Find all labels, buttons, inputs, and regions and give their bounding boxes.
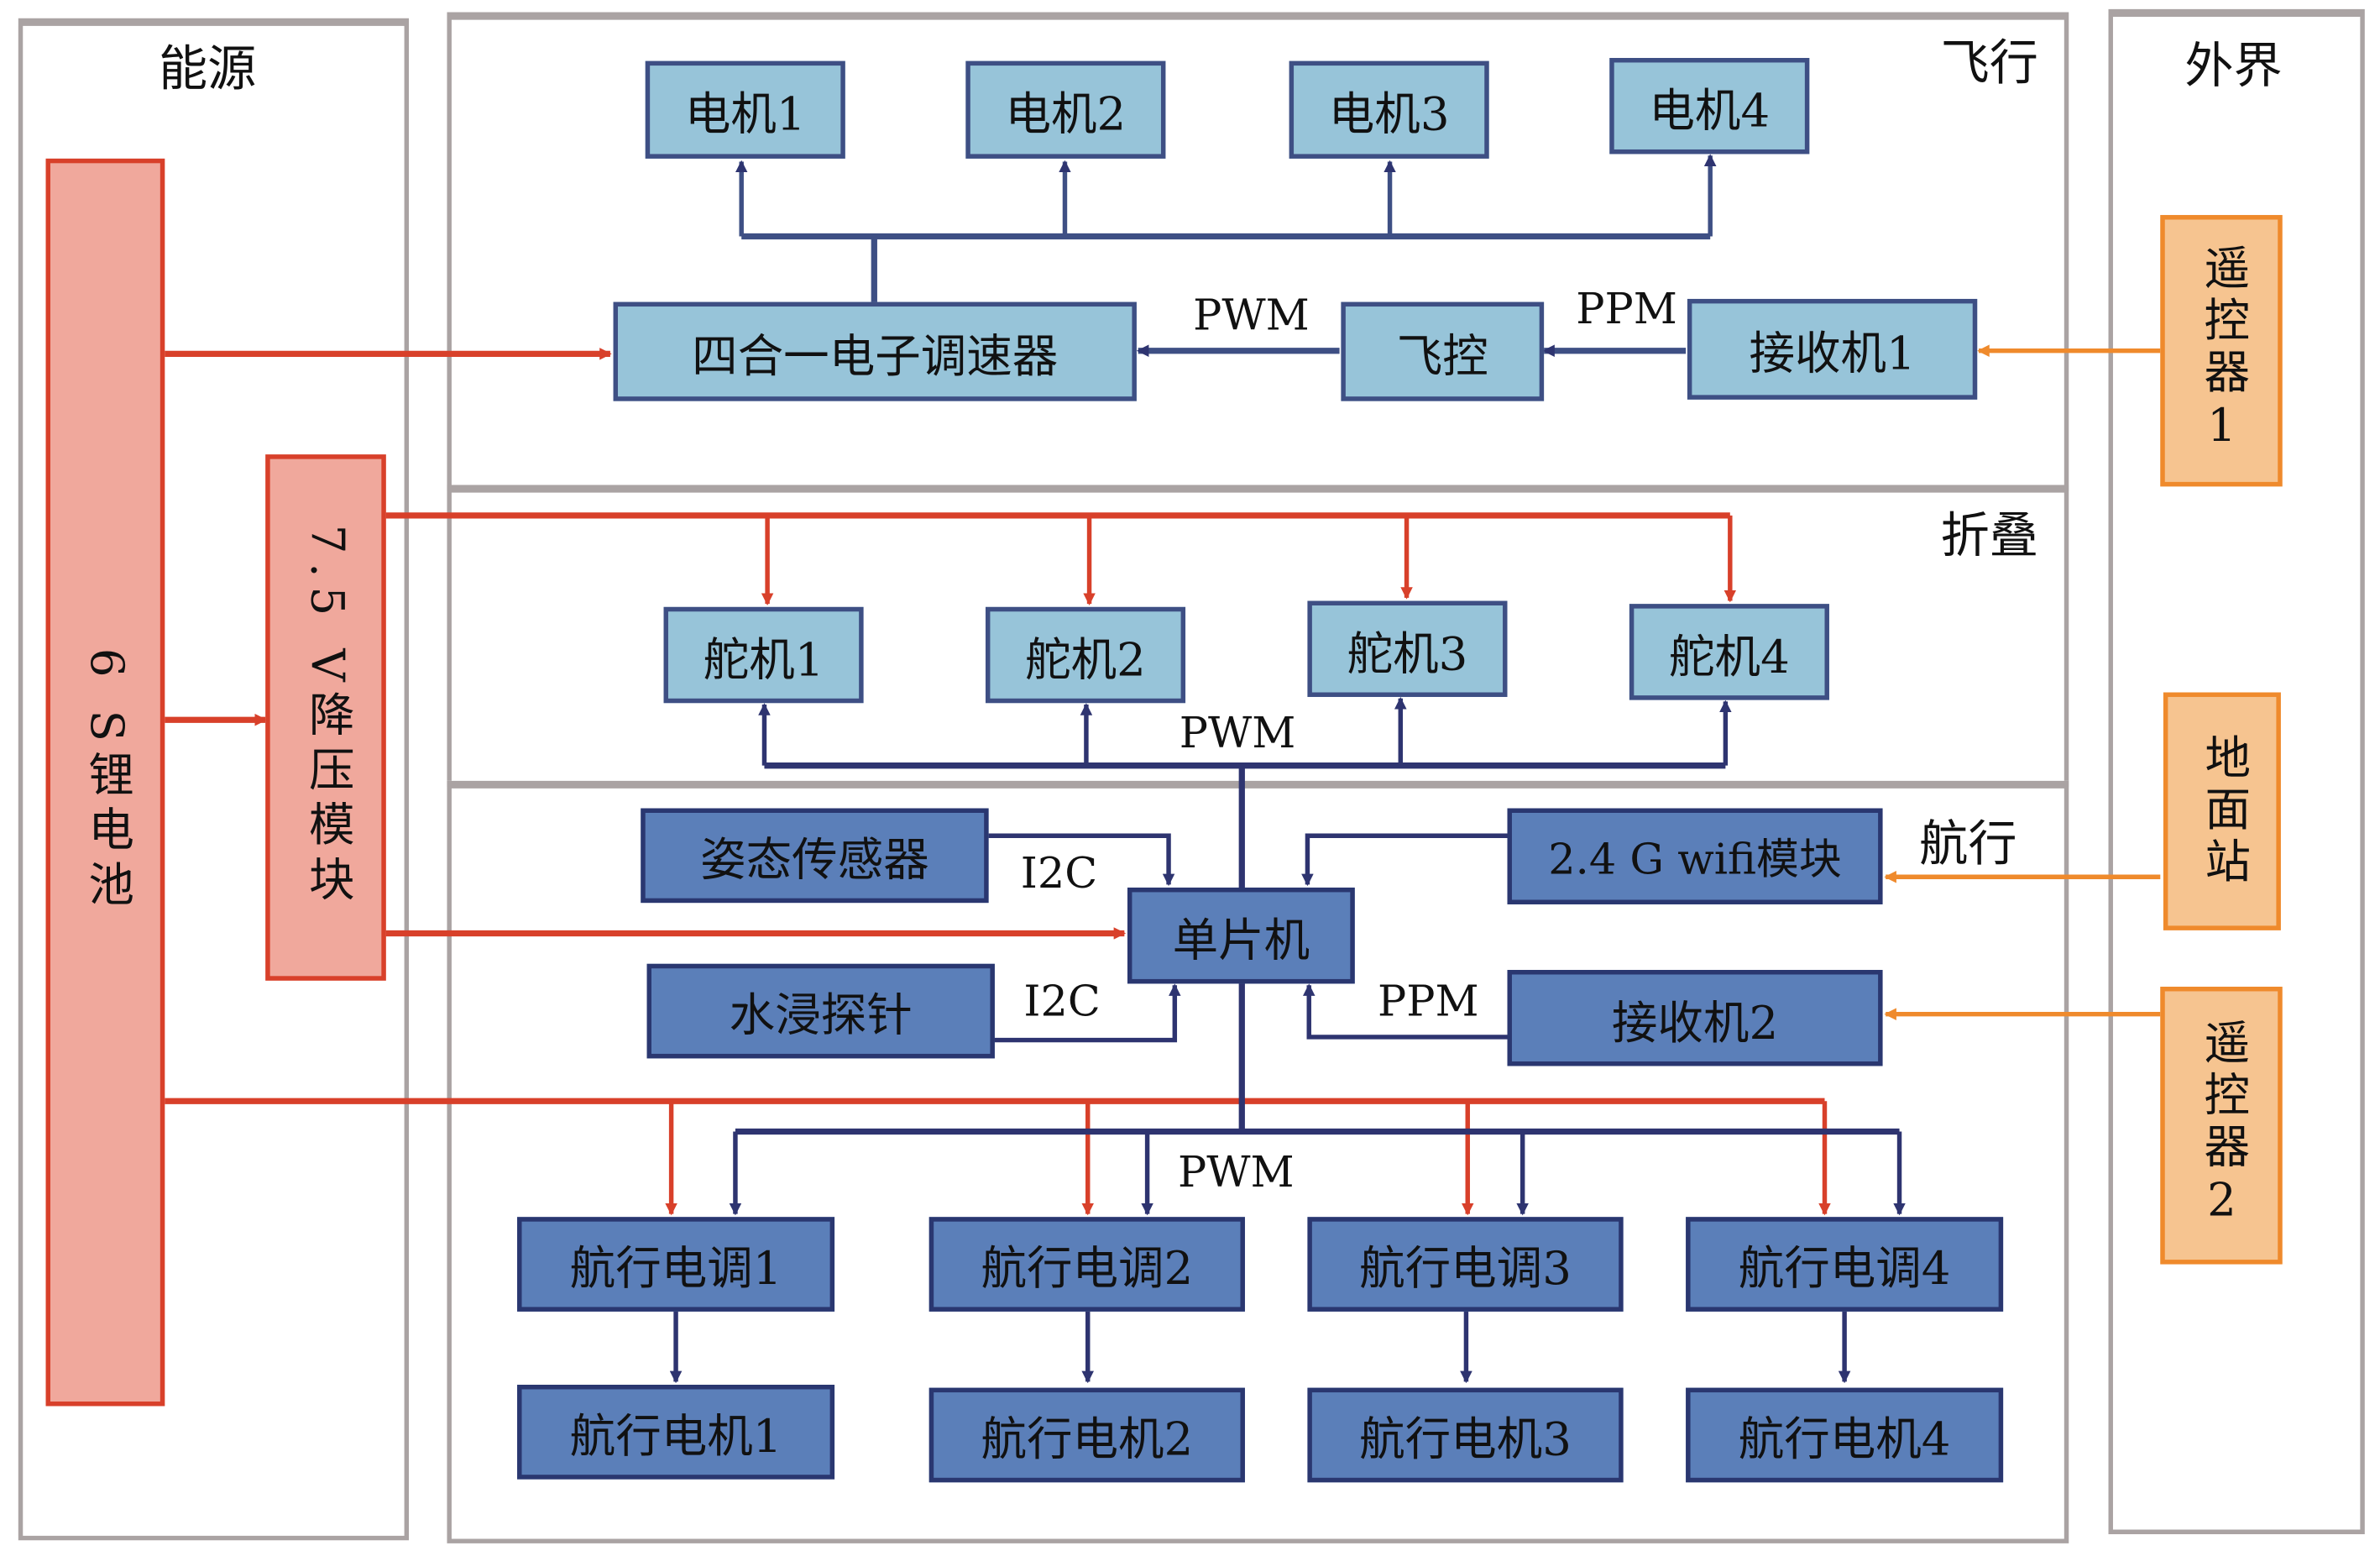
receiver-2-block: 接收机2 <box>1507 970 1883 1066</box>
flight-controller-block: 飞控 <box>1341 301 1545 401</box>
pwm-label-folding: PWM <box>1179 707 1296 758</box>
mcu-block: 单片机 <box>1127 887 1355 984</box>
ppm-label-flight: PPM <box>1576 283 1677 334</box>
ground-station-block: 地面站 <box>2163 692 2281 930</box>
servo-1-block: 舵机1 <box>663 606 864 704</box>
nav-motor-4-block: 航行电机4 <box>1686 1387 2004 1483</box>
energy-section-label: 能源 <box>158 39 257 98</box>
nav-esc-3-block: 航行电调3 <box>1307 1217 1624 1312</box>
water-probe-block: 水浸探针 <box>646 963 995 1059</box>
servo-3-block: 舵机3 <box>1307 600 1508 697</box>
esc-block: 四合一电子调速器 <box>613 301 1137 401</box>
receiver-1-block: 接收机1 <box>1687 298 1978 400</box>
attitude-sensor-block: 姿态传感器 <box>641 808 989 904</box>
navigation-section-label: 航行 <box>1919 814 2017 872</box>
nav-motor-3-block: 航行电机3 <box>1307 1387 1624 1483</box>
i2c-label-1: I2C <box>1020 847 1098 899</box>
i2c-label-2: I2C <box>1023 976 1101 1027</box>
wifi-module-block: 2.4 G wifi模块 <box>1507 808 1883 904</box>
servo-2-block: 舵机2 <box>985 606 1186 704</box>
external-section-label: 外界 <box>2184 36 2283 95</box>
nav-esc-1-block: 航行电调1 <box>517 1217 835 1312</box>
folding-section-label: 折叠 <box>1940 506 2038 564</box>
motor-3-block: 电机3 <box>1289 60 1489 159</box>
nav-esc-4-block: 航行电调4 <box>1686 1217 2004 1312</box>
nav-motor-1-block: 航行电机1 <box>517 1385 835 1480</box>
ppm-label-navigation: PPM <box>1378 976 1479 1027</box>
servo-4-block: 舵机4 <box>1629 604 1829 700</box>
regulator-block: 7.5 V降压模块 <box>265 454 386 981</box>
battery-block: 6 S锂电池 <box>45 158 165 1407</box>
nav-esc-2-block: 航行电调2 <box>928 1217 1245 1312</box>
flight-section-label: 飞行 <box>1940 33 2038 92</box>
remote-1-block: 遥控器1 <box>2160 215 2283 487</box>
pwm-label-navigation: PWM <box>1177 1146 1295 1197</box>
motor-2-block: 电机2 <box>965 60 1166 159</box>
motor-1-block: 电机1 <box>645 60 845 159</box>
nav-motor-2-block: 航行电机2 <box>928 1387 1245 1483</box>
remote-2-block: 遥控器2 <box>2160 987 2283 1265</box>
motor-4-block: 电机4 <box>1609 58 1810 155</box>
pwm-label-flight: PWM <box>1193 290 1310 340</box>
